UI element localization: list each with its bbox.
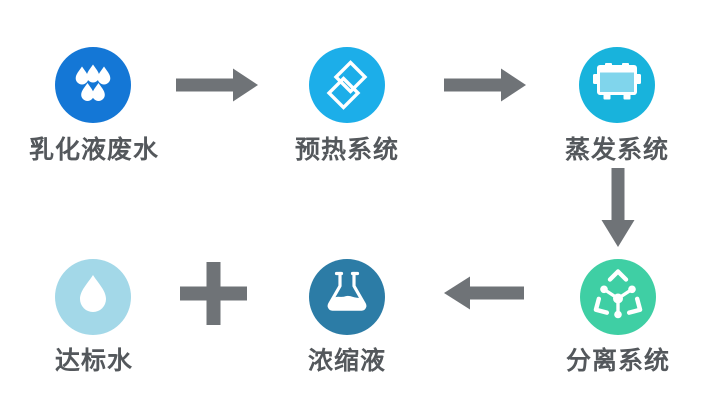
node-label: 蒸发系统: [564, 135, 670, 164]
arrow-left-icon: [444, 273, 524, 313]
node-qualified-water: [55, 259, 131, 335]
node-label: 浓缩液: [307, 346, 387, 375]
node-emulsion-wastewater: [55, 47, 131, 123]
recycle-molecule-icon: [580, 259, 656, 335]
node-label: 预热系统: [294, 135, 400, 164]
node-label: 分离系统: [565, 346, 671, 375]
plus-icon: [180, 262, 247, 325]
node-preheating-system: [309, 47, 385, 123]
arrow-down-icon: [598, 168, 638, 248]
node-label: 达标水: [54, 346, 134, 375]
evaporator-icon: [579, 47, 655, 123]
layered-diamond-icon: [309, 47, 385, 123]
water-drop-icon: [55, 259, 131, 335]
water-drops-icon: [55, 47, 131, 123]
arrow-right-icon: [444, 65, 526, 105]
node-label: 乳化液废水: [28, 135, 160, 164]
node-separation-system: [580, 259, 656, 335]
arrow-right-icon: [176, 65, 258, 105]
flask-icon: [309, 259, 385, 335]
node-concentrated-liquid: [309, 259, 385, 335]
node-evaporation-system: [579, 47, 655, 123]
